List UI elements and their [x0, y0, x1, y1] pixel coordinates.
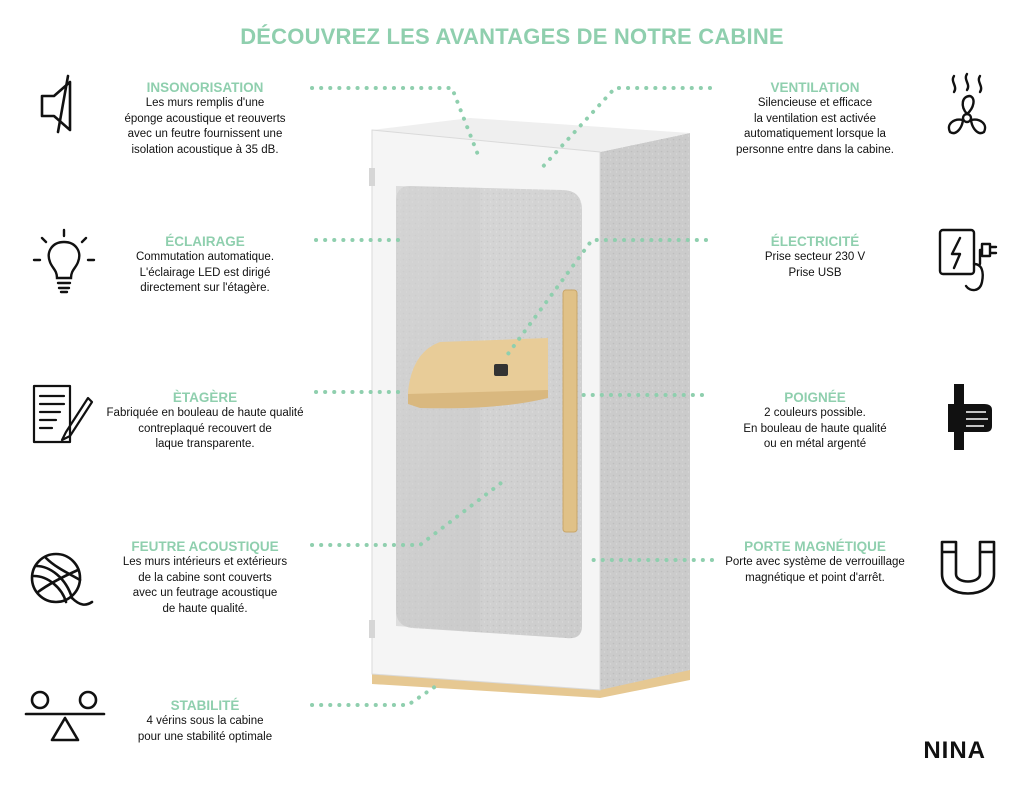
- power-plug-icon: [938, 228, 998, 292]
- connector-feutre: [310, 478, 507, 547]
- feature-title: INSONORISATION: [146, 80, 264, 95]
- connector-electricite: [503, 238, 708, 360]
- fan-icon: [947, 72, 987, 135]
- power-socket: [494, 364, 508, 376]
- feature-description: Prise secteur 230 V Prise USB: [764, 251, 866, 279]
- cabin-side-felt: [600, 133, 690, 690]
- feature-description: Commutation automatique. L'éclairage LED…: [135, 251, 275, 294]
- page-title: DÉCOUVREZ LES AVANTAGES DE NOTRE CABINE: [240, 24, 784, 49]
- connector-stabilite: [310, 684, 438, 707]
- feature-title: VENTILATION: [770, 80, 860, 95]
- feature-description: 2 couleurs possible. En bouleau de haute…: [743, 407, 887, 450]
- hand-grip-icon: [948, 384, 992, 450]
- feature-description: Silencieuse et efficace la ventilation e…: [736, 97, 894, 156]
- feature-description: Les murs remplis d'une éponge acoustique…: [124, 97, 286, 156]
- connector-ventilation: [536, 86, 712, 174]
- door-handle: [562, 289, 578, 533]
- feature-electricite: ÉLECTRICITÉ Prise secteur 230 V Prise US…: [700, 234, 930, 281]
- balance-icon: [24, 690, 106, 742]
- feature-description: Porte avec système de verrouillage magné…: [725, 556, 905, 584]
- feature-title: PORTE MAGNÉTIQUE: [744, 539, 886, 554]
- document-pen-icon: [32, 384, 94, 444]
- feature-title: ÉCLAIRAGE: [165, 234, 245, 249]
- feature-insonorisation: INSONORISATION Les murs remplis d'une ép…: [90, 80, 320, 158]
- feature-description: 4 vérins sous la cabine pour une stabili…: [137, 715, 273, 743]
- feature-stabilite: STABILITÉ 4 vérins sous la cabine pour u…: [90, 698, 320, 745]
- feature-description: Fabriquée en bouleau de haute qualité co…: [106, 407, 304, 450]
- feature-title: ÈTAGÈRE: [172, 390, 238, 405]
- sound-off-icon: [40, 74, 72, 134]
- feature-etagere: ÈTAGÈRE Fabriquée en bouleau de haute qu…: [80, 390, 330, 453]
- cabin-base: [372, 668, 690, 698]
- feature-title: STABILITÉ: [170, 698, 240, 713]
- feature-eclairage: ÉCLAIRAGE Commutation automatique. L'écl…: [90, 234, 320, 297]
- feature-title: FEUTRE ACOUSTIQUE: [131, 539, 279, 554]
- dotted-connectors: [310, 86, 714, 707]
- feature-ventilation: VENTILATION Silencieuse et efficace la v…: [700, 80, 930, 158]
- feature-porte: PORTE MAGNÉTIQUE Porte avec système de v…: [700, 539, 930, 586]
- connector-insonorisation: [310, 86, 482, 162]
- feature-title: POIGNÉE: [784, 390, 846, 405]
- feature-title: ÉLECTRICITÉ: [770, 234, 860, 249]
- cabin-top: [372, 118, 690, 152]
- magnet-icon: [940, 540, 996, 595]
- yarn-ball-icon: [30, 552, 94, 606]
- feature-description: Les murs intérieurs et extérieurs de la …: [122, 556, 288, 615]
- feature-feutre: FEUTRE ACOUSTIQUE Les murs intérieurs et…: [90, 539, 320, 617]
- brand-logo: NINA: [923, 737, 986, 764]
- feature-poignee: POIGNÉE 2 couleurs possible. En bouleau …: [700, 390, 930, 453]
- cabin-shelf: [408, 388, 548, 409]
- lightbulb-icon: [32, 228, 96, 294]
